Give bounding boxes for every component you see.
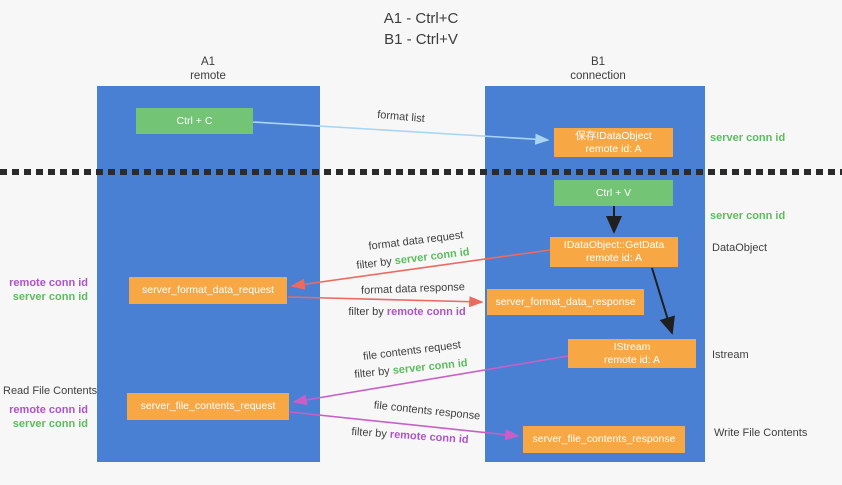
label-server-conn-id-1: server conn id (12, 290, 88, 303)
server-conn-id-text: server conn id (394, 246, 471, 268)
node-ctrl-c-label: Ctrl + C (176, 114, 213, 127)
left-conn-id-stack-2: remote conn id server conn id (0, 404, 88, 431)
filter-by-text: filter by (348, 306, 387, 318)
label-format-data-response: format data response (360, 281, 466, 297)
lane-header-b1: B1 connection (538, 55, 658, 83)
filter-by-text: filter by (351, 425, 391, 441)
label-server-conn-id-mid: server conn id (710, 210, 786, 222)
lane-subtitle-remote: remote (190, 70, 226, 82)
lane-header-a1: A1 remote (148, 55, 268, 83)
node-server-file-contents-request: server_file_contents_request (127, 393, 289, 420)
label-dataobject: DataObject (712, 242, 768, 254)
label-remote-conn-id-1: remote conn id (9, 277, 88, 289)
title-line-1: A1 - Ctrl+C (383, 10, 459, 27)
node-format-request-label: server_format_data_request (142, 284, 274, 296)
node-idataobject-getdata: IDataObject::GetData remote id: A (550, 237, 678, 267)
dotted-divider (0, 169, 842, 175)
node-file-response-label: server_file_contents_response (532, 433, 676, 445)
node-getdata-line2: remote id: A (585, 252, 643, 264)
node-istream: IStream remote id: A (568, 339, 696, 368)
label-write-file-contents: Write File Contents (714, 427, 808, 439)
label-file-contents-response: file contents response (373, 399, 481, 423)
node-getdata-line1: IDataObject::GetData (563, 239, 665, 251)
lane-subtitle-connection: connection (570, 70, 626, 82)
node-save-idataobject-line1: 保存IDataObject (575, 129, 652, 142)
label-server-conn-id-2: server conn id (12, 417, 88, 430)
node-save-idataobject-line2: remote id: A (585, 142, 642, 155)
node-server-format-data-response: server_format_data_response (487, 289, 644, 315)
label-server-conn-id-top: server conn id (710, 132, 786, 144)
node-save-idataobject: 保存IDataObject remote id: A (554, 128, 673, 157)
node-format-response-label: server_format_data_response (495, 295, 636, 308)
server-conn-id-text: server conn id (392, 357, 469, 377)
node-server-format-data-request: server_format_data_request (129, 277, 287, 304)
remote-conn-id-text: remote conn id (389, 428, 469, 447)
node-istream-line1: IStream (613, 340, 651, 353)
node-server-file-contents-response: server_file_contents_response (523, 426, 685, 453)
lane-name-a1: A1 (200, 56, 216, 68)
label-format-list: format list (376, 108, 426, 126)
label-remote-conn-id-2: remote conn id (9, 404, 88, 416)
label-filter-format-response: filter by remote conn id (348, 306, 465, 318)
remote-conn-id-text: remote conn id (386, 306, 466, 318)
node-file-request-label: server_file_contents_request (140, 400, 276, 412)
label-istream: Istream (712, 349, 749, 361)
label-filter-file-response: filter by remote conn id (351, 426, 469, 446)
node-ctrl-v: Ctrl + V (554, 180, 673, 206)
left-conn-id-stack-1: remote conn id server conn id (0, 277, 88, 304)
lane-name-b1: B1 (590, 56, 606, 68)
label-read-file-contents: Read File Contents (3, 385, 98, 397)
node-istream-line2: remote id: A (603, 353, 661, 366)
node-ctrl-v-label: Ctrl + V (595, 186, 632, 199)
page-title: A1 - Ctrl+C B1 - Ctrl+V (321, 8, 521, 50)
node-ctrl-c: Ctrl + C (136, 108, 253, 134)
filter-by-text: filter by (355, 255, 396, 272)
filter-by-text: filter by (353, 364, 394, 381)
title-line-2: B1 - Ctrl+V (384, 31, 458, 48)
